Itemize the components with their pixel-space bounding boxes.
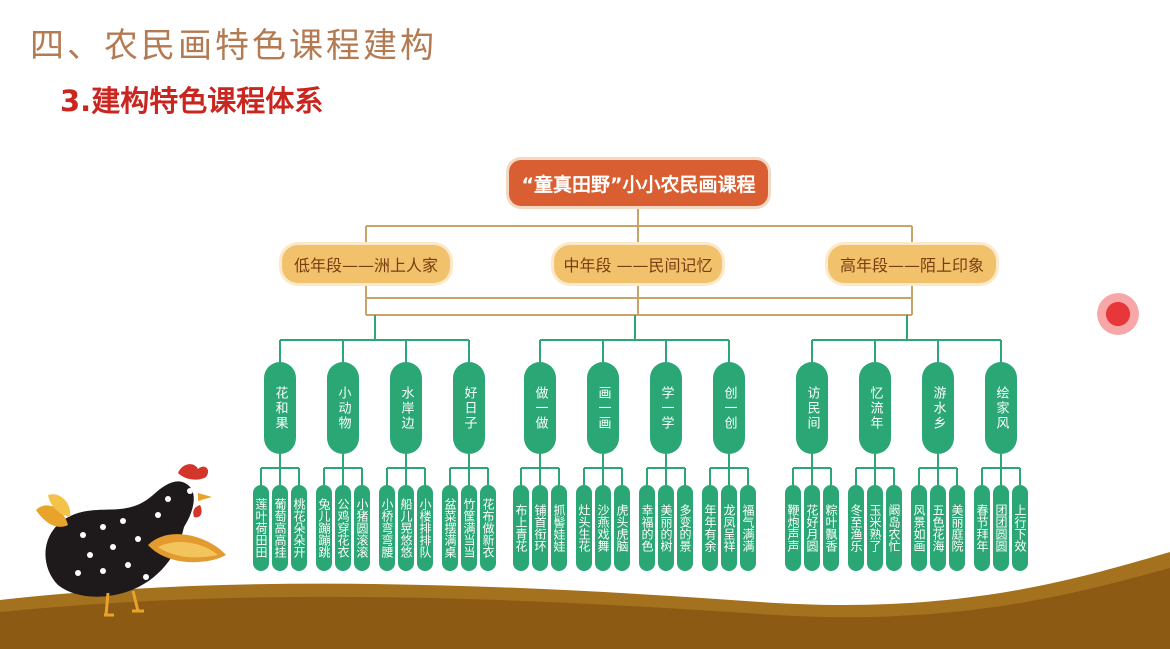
theme-node: 游水乡 [922,362,954,454]
leaf-node: 春节拜年 [974,485,990,571]
theme-node: 水岸边 [390,362,422,454]
leaf-node: 龙凤呈祥 [721,485,737,571]
leaf-node: 灶头生花 [576,485,592,571]
leaf-node: 福气满满 [740,485,756,571]
leaf-node: 鞭炮声声 [785,485,801,571]
theme-node: 好日子 [453,362,485,454]
leaf-node: 粽叶飘香 [823,485,839,571]
leaf-node: 葡萄高高挂 [272,485,288,571]
stage-middle: 中年段 ——民间记忆 [554,245,722,283]
stage-low: 低年段——洲上人家 [282,245,450,283]
theme-node: 画一画 [587,362,619,454]
leaf-node: 花布做新衣 [480,485,496,571]
theme-node: 小动物 [327,362,359,454]
leaf-node: 幸福的色 [639,485,655,571]
leaf-node: 莲叶荷田田 [253,485,269,571]
leaf-node: 五色花海 [930,485,946,571]
leaf-node: 铺首衔环 [532,485,548,571]
leaf-node: 竹筐满当当 [461,485,477,571]
theme-node: 花和果 [264,362,296,454]
leaf-node: 冬至渔乐 [848,485,864,571]
leaf-node: 虎头虎脑 [614,485,630,571]
leaf-node: 花好月圆 [804,485,820,571]
leaf-node: 阚岛农忙 [886,485,902,571]
leaf-node: 年年有余 [702,485,718,571]
leaf-node: 小桥弯弯腰 [379,485,395,571]
page-subtitle: 3.建构特色课程体系 [60,84,324,118]
leaf-node: 布上青花 [513,485,529,571]
theme-node: 绘家风 [985,362,1017,454]
leaf-node: 小猪圆滚滚 [354,485,370,571]
leaf-node: 小楼排排队 [417,485,433,571]
leaf-node: 玉米熟了 [867,485,883,571]
leaf-node: 抓髻娃娃 [551,485,567,571]
leaf-node: 船儿晃悠悠 [398,485,414,571]
theme-node: 做一做 [524,362,556,454]
theme-node: 创一创 [713,362,745,454]
leaf-node: 团团圆圆 [993,485,1009,571]
leaf-node: 美丽的树 [658,485,674,571]
record-indicator [1097,293,1139,335]
leaf-node: 公鸡穿花衣 [335,485,351,571]
theme-node: 忆流年 [859,362,891,454]
theme-node: 学一学 [650,362,682,454]
leaf-node: 兔儿蹦蹦跳 [316,485,332,571]
leaf-node: 多变的景 [677,485,693,571]
stage-high: 高年段——陌上印象 [828,245,996,283]
hen-illustration [36,464,226,617]
leaf-node: 沙燕戏舞 [595,485,611,571]
leaf-node: 桃花朵朵开 [291,485,307,571]
theme-node: 访民间 [796,362,828,454]
leaf-node: 风景如画 [911,485,927,571]
leaf-node: 美丽庭院 [949,485,965,571]
root-node: “童真田野”小小农民画课程 [509,160,768,206]
leaf-node: 盆菜摆满桌 [442,485,458,571]
leaf-node: 上行下效 [1012,485,1028,571]
page-title: 四、农民画特色课程建构 [30,26,437,66]
